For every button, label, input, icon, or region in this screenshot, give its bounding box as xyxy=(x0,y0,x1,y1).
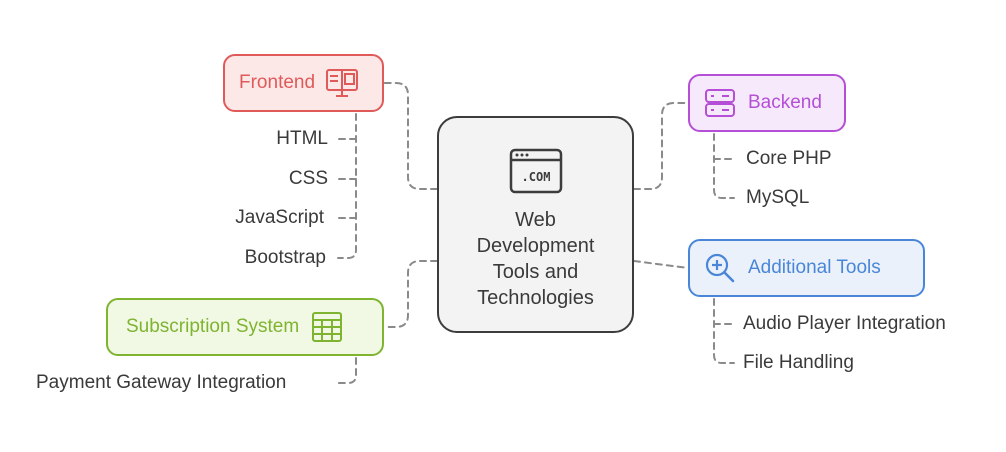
backend-node[interactable]: Backend xyxy=(688,74,846,132)
connector-subscription xyxy=(383,260,438,328)
frontend-item-css: CSS xyxy=(288,168,328,189)
connector-subscription-items xyxy=(337,357,357,384)
connector-frontend-items xyxy=(337,113,357,259)
additional-item-file-handling: File Handling xyxy=(743,352,854,373)
server-icon xyxy=(704,88,736,118)
subscription-system-node[interactable]: Subscription System xyxy=(106,298,384,356)
web-browser-com-icon: .COM xyxy=(509,148,563,199)
connector-additional-items xyxy=(713,298,735,364)
frontend-item-bootstrap: Bootstrap xyxy=(244,247,326,268)
grid-table-icon xyxy=(311,311,343,343)
backend-item-mysql: MySQL xyxy=(746,187,810,208)
subscription-system-label: Subscription System xyxy=(126,316,300,337)
additional-tools-node[interactable]: Additional Tools xyxy=(688,239,925,297)
center-topic: .COM Web Development Tools and Technolog… xyxy=(437,116,634,333)
frontend-node[interactable]: Frontend xyxy=(223,54,384,112)
frontend-item-html: HTML xyxy=(276,128,328,149)
connector-additional xyxy=(633,260,689,269)
connector-backend-items xyxy=(713,133,735,199)
subscription-item-payment-gateway: Payment Gateway Integration xyxy=(36,372,287,393)
additional-tools-label: Additional Tools xyxy=(748,257,881,278)
additional-item-audio-player: Audio Player Integration xyxy=(743,313,946,334)
connector-backend xyxy=(633,102,689,190)
com-text: .COM xyxy=(521,170,550,184)
backend-label: Backend xyxy=(748,92,822,113)
backend-item-core-php: Core PHP xyxy=(746,148,832,169)
monitor-layout-icon xyxy=(325,68,359,98)
connector-frontend xyxy=(383,82,438,190)
magnifier-plus-icon xyxy=(704,252,736,284)
center-title: Web Development Tools and Technologies xyxy=(476,209,595,309)
frontend-item-javascript: JavaScript xyxy=(235,207,324,228)
frontend-label: Frontend xyxy=(239,72,316,93)
